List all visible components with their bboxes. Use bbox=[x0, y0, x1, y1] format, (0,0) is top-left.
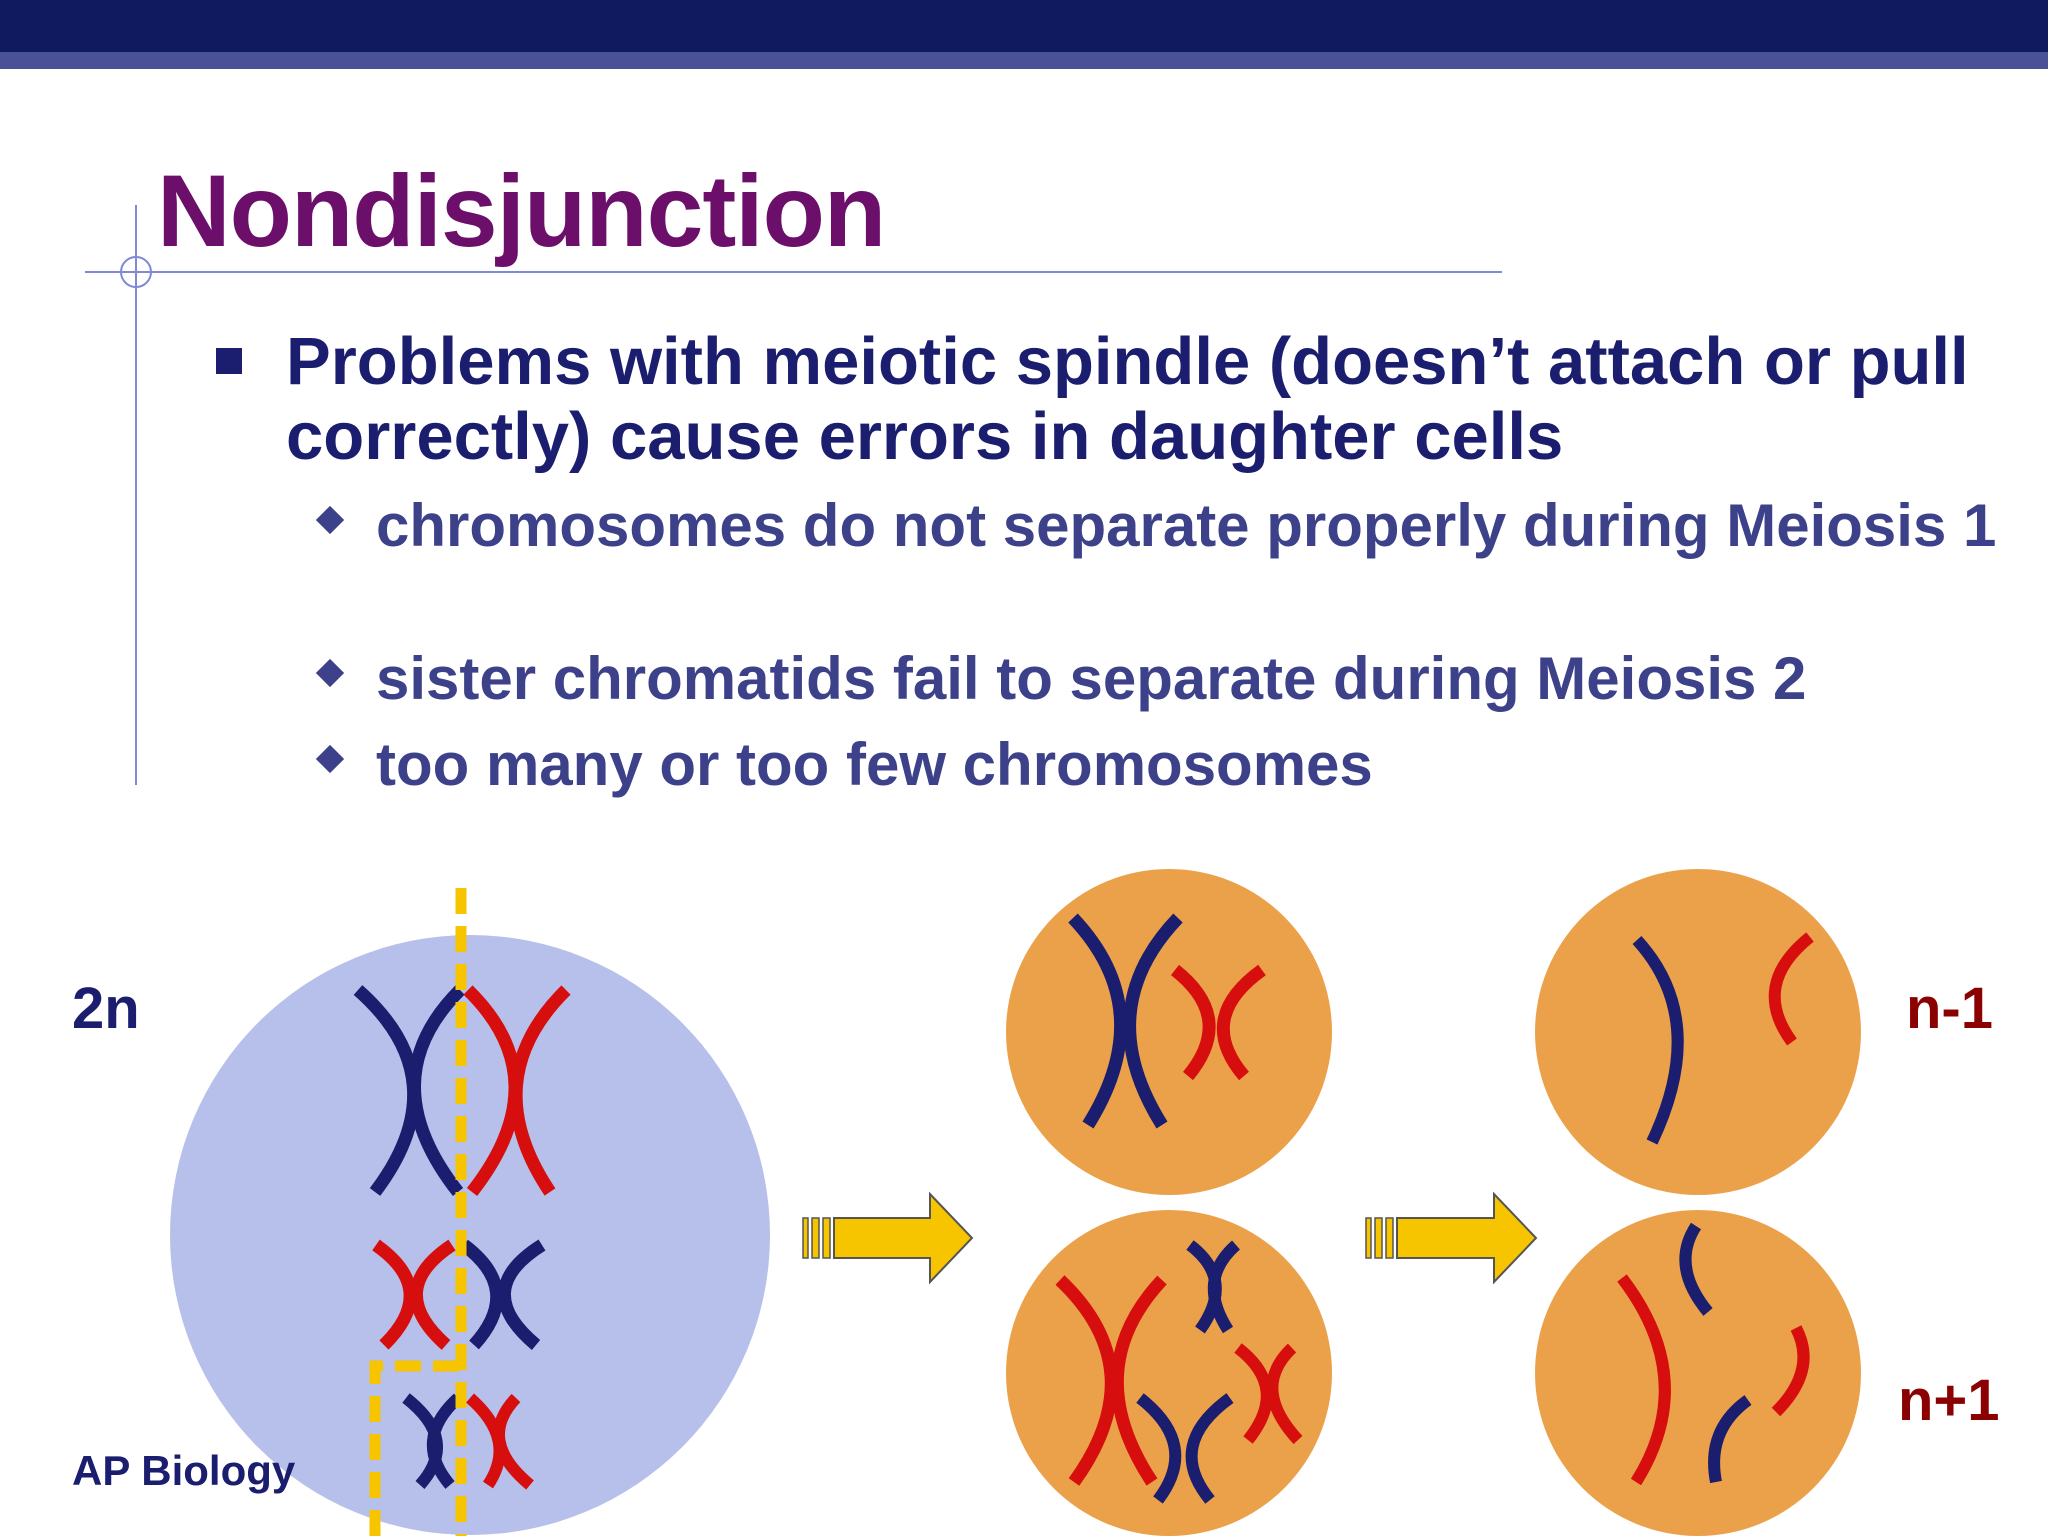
sub-bullet-text: sister chromatids fail to separate durin… bbox=[376, 645, 1807, 712]
bullet-square-icon bbox=[216, 348, 242, 374]
chromosome-red bbox=[372, 1239, 456, 1350]
ploidy-label-n-plus-1: n+1 bbox=[1898, 1368, 2000, 1433]
sub-bullet-text: too many or too few chromosomes bbox=[376, 731, 1373, 798]
chromosome-blue bbox=[1186, 1240, 1241, 1334]
sub-bullet-text: chromosomes do not separate properly dur… bbox=[376, 492, 1997, 559]
arrow-right-icon bbox=[1365, 1191, 1538, 1285]
parent-cell bbox=[170, 935, 770, 1535]
chromosome-red bbox=[1234, 1343, 1303, 1445]
spindle-line bbox=[369, 888, 467, 1536]
chromosome-blue bbox=[1136, 1393, 1234, 1504]
slide-title: Nondisjunction bbox=[157, 154, 886, 268]
chromosome-red bbox=[463, 985, 571, 1197]
header-stripe bbox=[0, 52, 2048, 69]
chromosome-blue bbox=[1068, 913, 1183, 1129]
gamete-cell bbox=[1535, 869, 1861, 1195]
chromatid-blue bbox=[1679, 1222, 1752, 1484]
chromosome-blue bbox=[353, 985, 465, 1197]
chromosome-blue bbox=[459, 1239, 546, 1350]
ploidy-label-2n: 2n bbox=[72, 976, 140, 1041]
chromatid-red bbox=[1768, 932, 1814, 1046]
chromatid-blue bbox=[1632, 935, 1684, 1145]
footer-label: AP Biology bbox=[72, 1447, 296, 1494]
gamete-cell bbox=[1535, 1210, 1861, 1536]
chromosome-red bbox=[465, 1393, 534, 1490]
chromatid-red bbox=[1617, 1274, 1810, 1486]
main-bullet-text: Problems with meiotic spindle (doesn’t a… bbox=[286, 324, 1969, 474]
chromosome-red bbox=[1170, 964, 1266, 1081]
chromosome-red bbox=[1055, 1275, 1167, 1486]
chromosome-blue bbox=[402, 1393, 463, 1489]
ploidy-label-n-minus-1: n-1 bbox=[1906, 976, 1993, 1041]
arrow-right-icon bbox=[802, 1191, 974, 1285]
daughter-cell bbox=[1006, 869, 1332, 1195]
header-bar bbox=[0, 0, 2048, 52]
